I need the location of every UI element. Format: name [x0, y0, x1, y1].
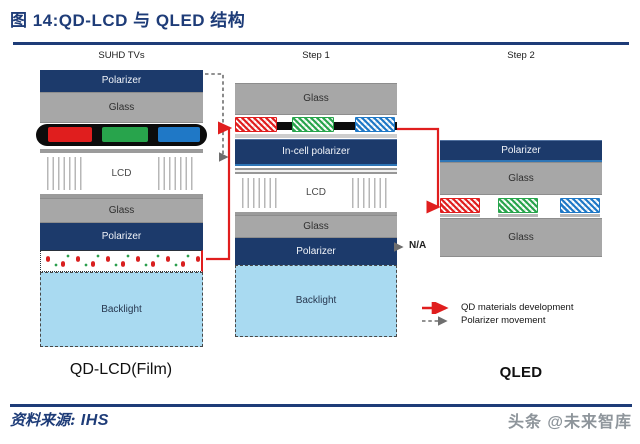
legend-label: Polarizer movement: [461, 315, 546, 326]
thin-glass-line: [235, 134, 397, 138]
caption-qled: QLED: [499, 364, 543, 381]
source-label: 资料来源:: [10, 411, 81, 429]
layer-label: Backlight: [295, 295, 337, 306]
layer-label: Glass: [303, 93, 329, 104]
layer-polarizer-top: Polarizer: [40, 70, 203, 92]
patch-substrate-strip: [440, 214, 480, 217]
na-label: N/A: [409, 240, 427, 251]
green-qd-patch: [498, 198, 538, 213]
thin-glass-line: [40, 149, 203, 153]
layer-label: In-cell polarizer: [282, 146, 350, 157]
legend: QD materials development Polarizer movem…: [420, 301, 573, 327]
lcd-hatch-right: [352, 178, 390, 208]
color-filter-bar: [36, 124, 207, 146]
layer-label: Glass: [303, 220, 329, 232]
column-header-step2: Step 2: [507, 50, 535, 61]
red-qd-patch: [235, 117, 277, 132]
legend-row-polarizer: Polarizer movement: [420, 314, 573, 327]
layer-label: Polarizer: [501, 144, 541, 156]
layer-label: Glass: [108, 101, 135, 113]
layer-glass-top: Glass: [40, 92, 203, 123]
patch-substrate-strip: [560, 214, 600, 217]
figure-title: 图 14:QD-LCD 与 QLED 结构: [10, 11, 246, 30]
top-divider: [13, 42, 629, 45]
layer-label: LCD: [111, 167, 132, 179]
qd-move-arrow-2: [397, 127, 441, 214]
qdlcd-stack: Polarizer Glass LCD Glass Polarizer Back…: [36, 70, 207, 347]
layer-backlight: Backlight: [235, 265, 397, 337]
qd-development-arrow-icon: [422, 301, 449, 314]
qd-patterned-layer: [440, 195, 602, 218]
thin-glass-line: [40, 194, 203, 198]
layer-label: Polarizer: [296, 245, 336, 257]
layer-label: Polarizer: [101, 230, 142, 242]
layer-label: LCD: [305, 187, 326, 198]
layer-label: Backlight: [101, 303, 142, 315]
qd-film-layer: [40, 250, 203, 272]
source-name: IHS: [80, 412, 109, 429]
layer-polarizer: Polarizer: [235, 238, 397, 265]
layer-label: Glass: [108, 204, 135, 216]
qled-stack: Polarizer Glass Glass: [440, 140, 602, 257]
layer-label: Glass: [508, 231, 534, 243]
layer-backlight: Backlight: [40, 272, 203, 347]
layer-glass-bottom: Glass: [440, 218, 602, 257]
polarizer-move-arrow-1: [205, 73, 229, 162]
layer-glass-bottom: Glass: [40, 198, 203, 223]
polarizer-movement-arrow-icon: [422, 315, 448, 326]
layer-polarizer-bottom: Polarizer: [40, 223, 203, 250]
layer-polarizer: Polarizer: [440, 140, 602, 162]
legend-label: QD materials development: [461, 302, 574, 313]
legend-row-qd: QD materials development: [420, 301, 573, 314]
layer-glass-top: Glass: [440, 162, 602, 195]
double-glass-line: [235, 168, 397, 174]
qd-move-arrow-1: [206, 121, 233, 261]
layer-glass-top: Glass: [235, 83, 397, 115]
column-header-step1: Step 1: [302, 50, 330, 61]
qd-patterned-layer: [235, 117, 397, 134]
caption-qdlcd-film: QD-LCD(Film): [69, 361, 173, 378]
lcd-hatch-left: [47, 157, 85, 190]
red-qd-patch: [440, 198, 480, 213]
green-qd-patch: [292, 117, 334, 132]
source-credit: 资料来源: IHS: [10, 409, 109, 430]
column-header-suhd-tvs: SUHD TVs: [98, 50, 145, 61]
step1-stack: Glass In-cell polarizer LCD Glass Polari…: [235, 83, 397, 337]
blue-qd-patch: [560, 198, 600, 213]
thin-glass-line: [235, 212, 397, 215]
lcd-hatch-right: [158, 157, 196, 190]
layer-lcd: LCD: [235, 174, 397, 212]
layer-glass-bottom: Glass: [235, 215, 397, 238]
lcd-hatch-left: [242, 178, 280, 208]
watermark: 头条 @未来智库: [507, 414, 632, 431]
blue-filter-segment: [158, 127, 200, 142]
layer-label: Glass: [508, 172, 534, 184]
patch-substrate-strip: [498, 214, 538, 217]
layer-incell-polarizer: In-cell polarizer: [235, 139, 397, 166]
layer-label: Polarizer: [101, 75, 142, 86]
layer-lcd: LCD: [40, 153, 203, 194]
green-filter-segment: [102, 127, 148, 142]
blue-qd-patch: [355, 117, 395, 132]
red-filter-segment: [48, 127, 92, 142]
bottom-divider: [10, 404, 632, 407]
